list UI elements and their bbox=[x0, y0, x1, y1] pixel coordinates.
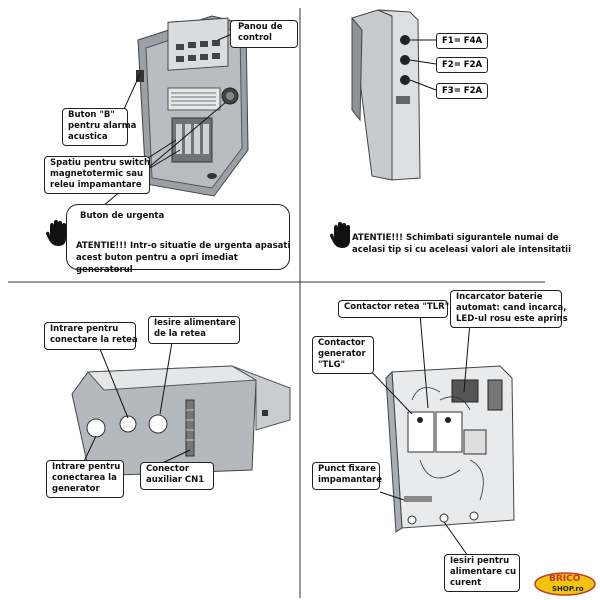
contactor-tlr-callout bbox=[338, 300, 448, 318]
logo-brand: BRICO bbox=[549, 574, 581, 584]
incarcator-label: Incarcator baterie automat: cand incarca… bbox=[456, 292, 568, 324]
fuse-side-illustration bbox=[351, 9, 437, 181]
iesiri-alimentare-label: Iesiri pentru alimentare cu curent bbox=[450, 556, 517, 588]
hand-icon bbox=[330, 222, 350, 248]
fuse-f2-label: F2= F2A bbox=[436, 57, 489, 73]
atentie-sigurante-text: ATENTIE!!! Schimbati sigurantele numai d… bbox=[352, 233, 571, 255]
bricoshop-logo bbox=[534, 572, 596, 596]
fuse-f3-label: F3= F2A bbox=[436, 83, 489, 99]
iesiri-alimentare-callout bbox=[444, 554, 520, 592]
urgenta-callout bbox=[66, 204, 290, 270]
panou-control-label: Panou de control bbox=[238, 22, 283, 43]
box-interior-illustration bbox=[365, 313, 515, 557]
atentie-urgenta-text: ATENTIE!!! Intr-o situatie de urgenta ap… bbox=[76, 241, 291, 275]
intrare-retea-label: Intrare pentru conectare la retea bbox=[50, 324, 138, 345]
intrare-retea-callout bbox=[44, 322, 136, 350]
logo-sub: SHOP.ro bbox=[552, 585, 584, 593]
iesire-alimentare-label: Iesire alimentare de la retea bbox=[154, 318, 236, 339]
iesire-alimentare-callout bbox=[148, 316, 240, 344]
intrare-generator-callout bbox=[46, 460, 124, 498]
conector-cn1-label: Conector auxiliar CN1 bbox=[146, 464, 205, 485]
punct-fixare-label: Punct fixare impamantare bbox=[318, 464, 382, 485]
box-underside-illustration bbox=[71, 341, 291, 477]
spatiu-switch-label: Spatiu pentru switch magnetotermic sau r… bbox=[50, 158, 151, 190]
hand-icon bbox=[46, 220, 66, 246]
fuse-f1-label: F1= F4A bbox=[436, 33, 489, 49]
buton-b-label: Buton "B" pentru alarma acustica bbox=[68, 110, 137, 142]
control-box-illustration bbox=[95, 15, 249, 213]
spatiu-switch-callout bbox=[44, 156, 150, 194]
punct-fixare-callout bbox=[312, 462, 380, 490]
contactor-tlg-label: Contactor generator "TLG" bbox=[318, 338, 366, 370]
intrare-generator-label: Intrare pentru conectarea la generator bbox=[52, 462, 121, 494]
buton-b-callout bbox=[62, 108, 128, 146]
buton-urgenta-label: Buton de urgenta bbox=[80, 211, 165, 221]
contactor-tlg-callout bbox=[312, 336, 374, 374]
incarcator-callout bbox=[450, 290, 562, 328]
conector-cn1-callout bbox=[140, 462, 214, 490]
contactor-tlr-label: Contactor retea "TLR" bbox=[344, 302, 450, 312]
panou-control-callout bbox=[230, 20, 298, 48]
